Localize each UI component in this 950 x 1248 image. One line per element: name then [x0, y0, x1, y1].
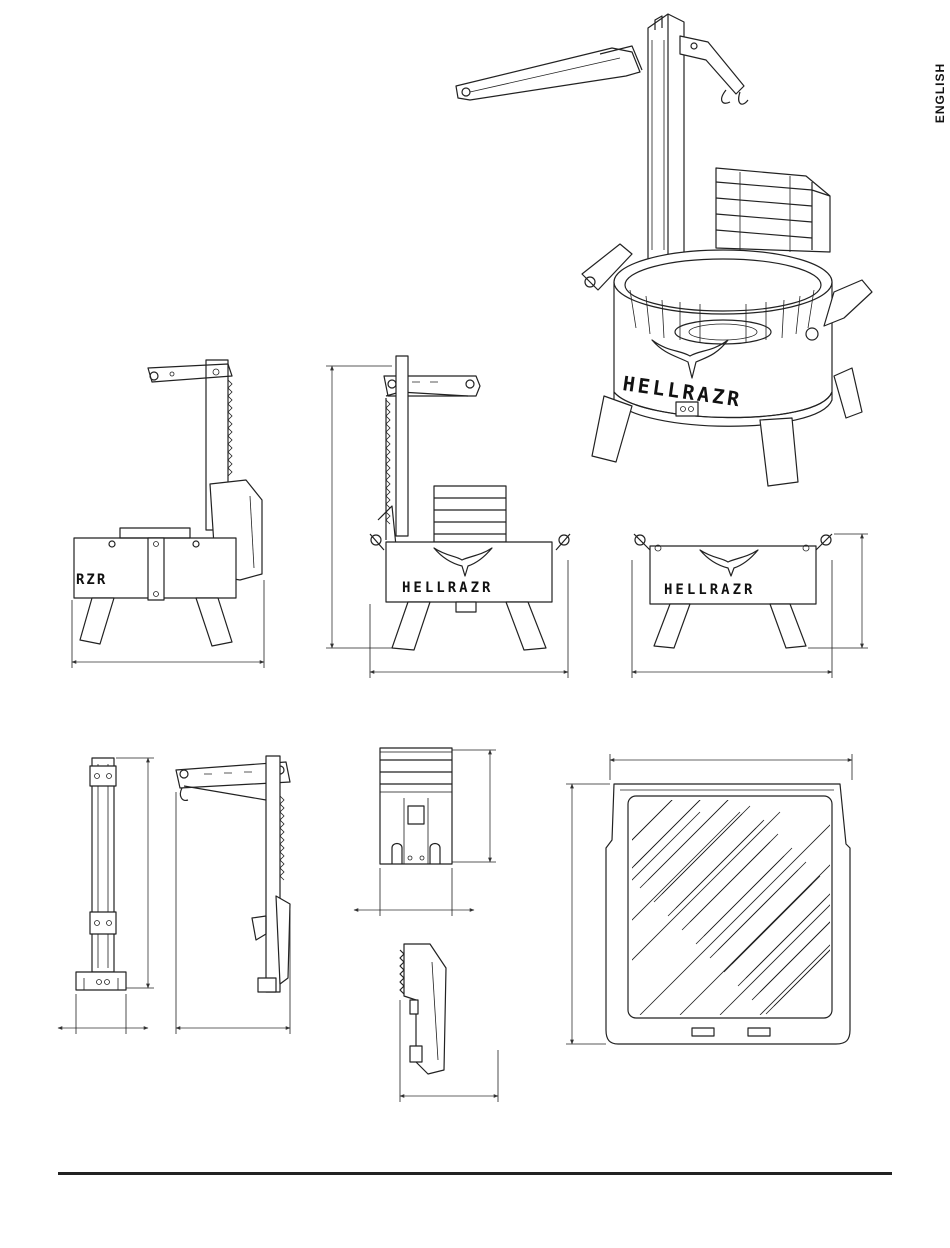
side-view-left [72, 360, 264, 668]
iso-rack [716, 168, 830, 252]
rack-side-view [400, 944, 498, 1102]
crane-post-side-view [58, 758, 154, 1034]
iso-crane-arm [456, 46, 642, 100]
ring-view-brand-text: HELLRAZR [664, 582, 755, 598]
footer-rule [58, 1172, 892, 1175]
front-view-brand-text: HELLRAZR [402, 580, 493, 596]
rack-front-view [354, 748, 496, 916]
iso-crane-post [648, 14, 684, 272]
crane-post-front-view [176, 756, 290, 1034]
side-view-brand-text: RZR [76, 572, 107, 588]
iso-crane-hanger [680, 36, 748, 104]
front-view-with-crane [326, 356, 570, 678]
front-view-ring [632, 534, 868, 678]
grate-top-view [566, 754, 862, 1044]
isometric-assembly-view [456, 14, 872, 486]
